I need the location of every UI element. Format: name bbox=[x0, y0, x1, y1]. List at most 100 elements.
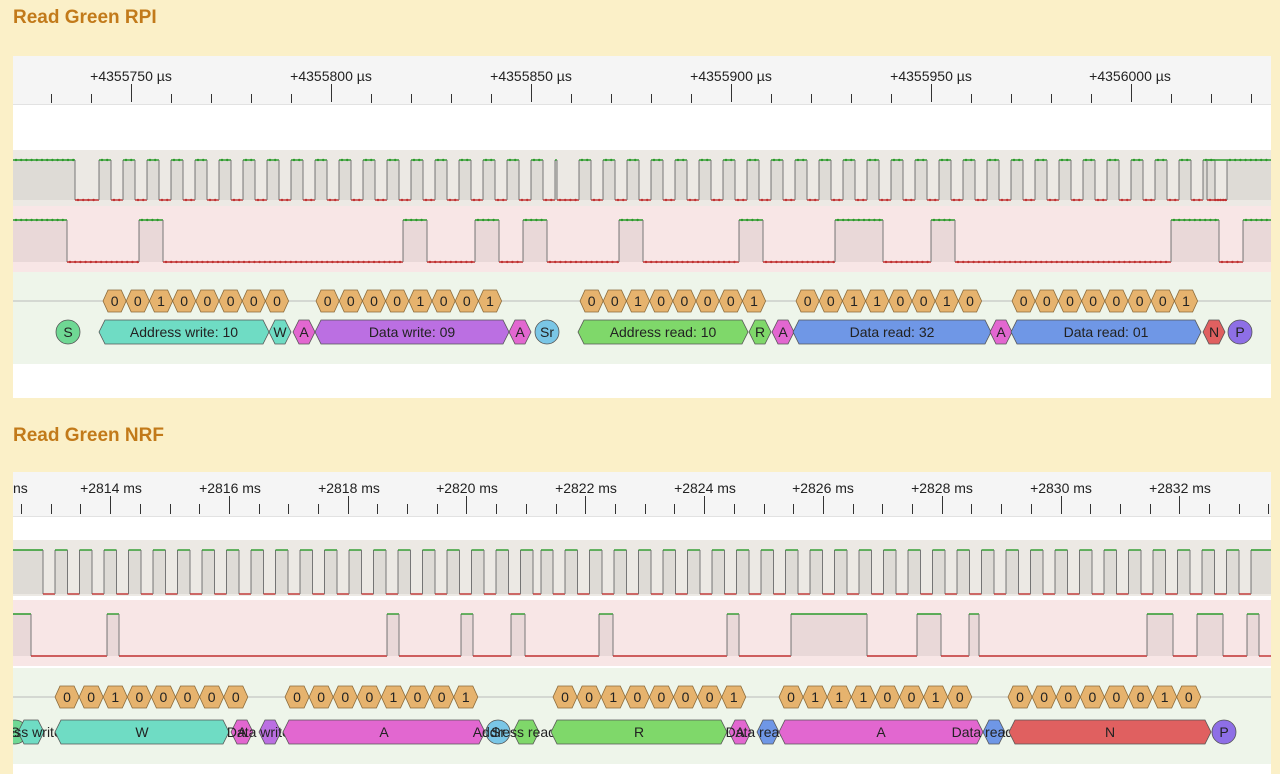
annotation-data-read[interactable]: Data read: 01 bbox=[1010, 319, 1202, 345]
bit-cell[interactable]: 1 bbox=[1173, 289, 1199, 313]
bit-cell[interactable]: 0 bbox=[602, 289, 627, 313]
bit-cell[interactable]: 0 bbox=[150, 685, 176, 709]
bit-cell[interactable]: 0 bbox=[332, 685, 358, 709]
bit-cell[interactable]: 0 bbox=[673, 685, 699, 709]
bit-cell[interactable]: 1 bbox=[625, 289, 651, 313]
bit-cell[interactable]: 0 bbox=[1055, 685, 1081, 709]
bit-cell[interactable]: 1 bbox=[802, 685, 828, 709]
bit-cell[interactable]: 1 bbox=[721, 685, 747, 709]
bit-cell[interactable]: 0 bbox=[338, 289, 363, 313]
bit-cell[interactable]: 0 bbox=[241, 289, 266, 313]
bit-cell[interactable]: 1 bbox=[865, 289, 890, 313]
bit-cell[interactable]: 0 bbox=[126, 685, 152, 709]
bit-cell[interactable]: 0 bbox=[172, 289, 197, 313]
bit-cell[interactable]: 0 bbox=[648, 685, 674, 709]
bit-cell[interactable]: 0 bbox=[957, 289, 983, 313]
bit-cell[interactable]: 0 bbox=[778, 685, 804, 709]
annotation-addr-read[interactable]: Address read: 10 bbox=[577, 319, 749, 345]
bit-cell[interactable]: 0 bbox=[1128, 685, 1154, 709]
bit-cell[interactable]: 1 bbox=[1152, 685, 1178, 709]
annotation-r[interactable]: R bbox=[748, 319, 772, 345]
bit-cell[interactable]: 0 bbox=[1079, 685, 1105, 709]
bit-cell[interactable]: 0 bbox=[579, 289, 604, 313]
bit-cell[interactable]: 0 bbox=[431, 289, 456, 313]
annotation-nack[interactable]: N bbox=[1202, 319, 1226, 345]
annotation-stop[interactable]: P bbox=[1211, 719, 1237, 745]
bit-cell[interactable]: 0 bbox=[1011, 289, 1036, 313]
bit-cell[interactable]: 0 bbox=[795, 289, 820, 313]
bit-cell[interactable]: 0 bbox=[102, 289, 127, 313]
annotation-data-write[interactable]: Data write: 09 bbox=[314, 319, 510, 345]
bit-cell[interactable]: 1 bbox=[380, 685, 406, 709]
annotation-w[interactable]: W bbox=[54, 719, 230, 745]
bit-cell[interactable]: 0 bbox=[1150, 289, 1175, 313]
bit-cell[interactable]: 0 bbox=[264, 289, 290, 313]
annotation-r[interactable]: R bbox=[550, 719, 728, 745]
bit-cell[interactable]: 0 bbox=[54, 685, 80, 709]
bit-cell[interactable]: 0 bbox=[125, 289, 150, 313]
annotation-data-read[interactable]: Data read: 32 bbox=[792, 319, 992, 345]
bit-cell[interactable]: 0 bbox=[718, 289, 743, 313]
bit-cell[interactable]: 0 bbox=[175, 685, 201, 709]
bit-cell[interactable]: 0 bbox=[284, 685, 310, 709]
bit-cell[interactable]: 0 bbox=[695, 289, 720, 313]
bit-cell[interactable]: 1 bbox=[148, 289, 174, 313]
annotation-sr[interactable]: Sr bbox=[534, 319, 560, 345]
bit-cell[interactable]: 0 bbox=[624, 685, 650, 709]
bit-cell[interactable]: 0 bbox=[874, 685, 900, 709]
bit-cell[interactable]: 0 bbox=[1031, 685, 1057, 709]
annotation-sr[interactable]: Sr bbox=[485, 719, 511, 745]
bit-cell[interactable]: 1 bbox=[934, 289, 959, 313]
bit-cell[interactable]: 0 bbox=[697, 685, 723, 709]
bit-cell[interactable]: 0 bbox=[1057, 289, 1083, 313]
time-ruler[interactable]: ns+2814 ms+2816 ms+2818 ms+2820 ms+2822 … bbox=[13, 472, 1271, 517]
bit-cell[interactable]: 0 bbox=[818, 289, 843, 313]
bit-cell[interactable]: 0 bbox=[315, 289, 340, 313]
bit-cell[interactable]: 0 bbox=[911, 289, 936, 313]
bit-cell[interactable]: 1 bbox=[477, 289, 503, 313]
bit-cell[interactable]: 0 bbox=[888, 289, 913, 313]
bit-cell[interactable]: 0 bbox=[1081, 289, 1106, 313]
annotation-stop[interactable]: P bbox=[1227, 319, 1253, 345]
bit-cell[interactable]: 0 bbox=[947, 685, 973, 709]
bit-cell[interactable]: 0 bbox=[308, 685, 334, 709]
bit-cell[interactable]: 0 bbox=[356, 685, 382, 709]
bit-cell[interactable]: 0 bbox=[1176, 685, 1202, 709]
bit-cell[interactable]: 0 bbox=[576, 685, 602, 709]
annotation-ack[interactable]: A bbox=[508, 319, 532, 345]
bit-cell[interactable]: 0 bbox=[195, 289, 220, 313]
bit-cell[interactable]: 0 bbox=[454, 289, 479, 313]
bit-cell[interactable]: 1 bbox=[741, 289, 767, 313]
bit-cell[interactable]: 1 bbox=[408, 289, 433, 313]
bit-cell[interactable]: 0 bbox=[552, 685, 578, 709]
bit-cell[interactable]: 1 bbox=[923, 685, 949, 709]
bit-cell[interactable]: 0 bbox=[672, 289, 697, 313]
bit-cell[interactable]: 0 bbox=[1034, 289, 1059, 313]
annotation-ack[interactable]: A bbox=[282, 719, 486, 745]
bit-cell[interactable]: 0 bbox=[218, 289, 243, 313]
bit-cell[interactable]: 0 bbox=[223, 685, 249, 709]
bit-cell[interactable]: 0 bbox=[385, 289, 410, 313]
bit-cell[interactable]: 1 bbox=[102, 685, 128, 709]
bit-cell[interactable]: 0 bbox=[1127, 289, 1152, 313]
time-ruler[interactable]: +4355750 µs+4355800 µs+4355850 µs+435590… bbox=[13, 56, 1271, 105]
bit-cell[interactable]: 0 bbox=[1104, 289, 1129, 313]
bit-cell[interactable]: 0 bbox=[405, 685, 431, 709]
bit-cell[interactable]: 1 bbox=[841, 289, 867, 313]
bit-cell[interactable]: 1 bbox=[826, 685, 852, 709]
annotation-w[interactable]: W bbox=[268, 319, 292, 345]
bit-cell[interactable]: 0 bbox=[78, 685, 104, 709]
bit-cell[interactable]: 0 bbox=[429, 685, 455, 709]
bit-cell[interactable]: 1 bbox=[600, 685, 626, 709]
bit-cell[interactable]: 0 bbox=[361, 289, 387, 313]
annotation-nack[interactable]: N bbox=[1008, 719, 1212, 745]
bit-cell[interactable]: 0 bbox=[1007, 685, 1033, 709]
bit-cell[interactable]: 0 bbox=[899, 685, 925, 709]
bit-cell[interactable]: 1 bbox=[850, 685, 876, 709]
annotation-start[interactable]: S bbox=[55, 319, 81, 345]
bit-cell[interactable]: 1 bbox=[453, 685, 479, 709]
bit-cell[interactable]: 0 bbox=[1103, 685, 1129, 709]
annotation-ack[interactable]: A bbox=[230, 719, 254, 745]
annotation-addr-write[interactable]: Address write: 10 bbox=[98, 319, 270, 345]
bit-cell[interactable]: 0 bbox=[649, 289, 674, 313]
